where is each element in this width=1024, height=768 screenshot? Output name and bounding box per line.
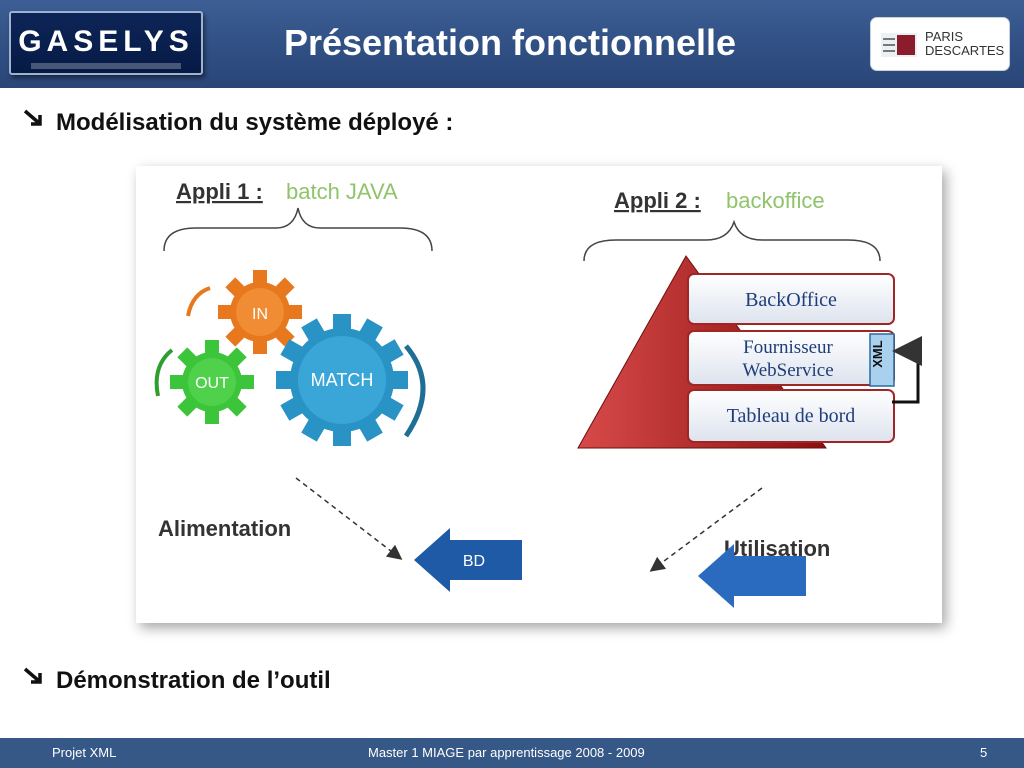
gaselys-logo-text: GASELYS: [18, 25, 194, 58]
layer-backoffice-label: BackOffice: [745, 289, 837, 311]
layer-backoffice-box: [687, 273, 895, 325]
gear-match-icon: [276, 314, 408, 446]
system-diagram: Appli 1 : batch JAVA Appli 2 : backoffic…: [136, 166, 942, 623]
appli1-label: Appli 1 :: [176, 179, 263, 204]
appli1-value: batch JAVA: [286, 179, 398, 204]
gear-out-label: OUT: [195, 375, 229, 392]
logo-line-paris: PARIS: [925, 29, 964, 44]
arrow-bullet-icon: [23, 667, 42, 684]
footer-project: Projet XML: [52, 745, 117, 760]
paris-descartes-logo: PARIS DESCARTES: [870, 17, 1010, 71]
footer-page-number: 5: [980, 745, 988, 760]
bullet-text: Modélisation du système déployé :: [56, 109, 454, 136]
footer-course: Master 1 MIAGE par apprentissage 2008 - …: [368, 745, 645, 760]
xml-loop-arrow-icon: [892, 336, 922, 404]
diagram-canvas: Appli 1 : batch JAVA Appli 2 : backoffic…: [154, 179, 922, 608]
gear-in-label: IN: [252, 306, 268, 323]
rotation-arrow-out-icon: [154, 348, 174, 397]
layer-webservice-line1: Fournisseur: [743, 337, 833, 358]
alimentation-arrow-icon: [295, 477, 403, 560]
xml-tag-label: XML: [870, 340, 885, 368]
slide-header: GASELYS Présentation fonctionnelle PARIS…: [0, 0, 1024, 88]
appli2-label: Appli 2 :: [614, 188, 701, 213]
db-mysql-label: MySQL: [525, 567, 578, 584]
appli2-brace: [583, 219, 881, 262]
appli2-value: backoffice: [726, 188, 825, 213]
university-emblem-icon: [881, 33, 917, 57]
arrow-bullet-icon: [23, 109, 42, 126]
xml-tag-box: [869, 333, 895, 387]
layer-webservice-line2: WebService: [742, 360, 833, 381]
alimentation-label: Alimentation: [158, 516, 291, 541]
bullet-modelisation: Modélisation du système déployé :: [22, 108, 453, 137]
layer-dashboard-box: [687, 389, 895, 443]
gear-match-label: MATCH: [311, 370, 374, 390]
db-arrow-left-icon: [414, 528, 522, 592]
paris-descartes-logo-text: PARIS DESCARTES: [925, 30, 1004, 58]
rotation-arrow-in-icon: [186, 286, 211, 317]
bullet-demonstration: Démonstration de l’outil: [22, 666, 331, 695]
layer-dashboard-label: Tableau de bord: [727, 405, 856, 427]
utilisation-arrow-icon: [649, 487, 763, 572]
logo-line-descartes: DESCARTES: [925, 43, 1005, 58]
bullet-text: Démonstration de l’outil: [56, 667, 331, 694]
rotation-arrow-match-icon: [403, 344, 426, 438]
slide-footer: Projet XML Master 1 MIAGE par apprentiss…: [0, 738, 1024, 768]
logo-tagline-strip: [31, 63, 181, 69]
gaselys-logo: GASELYS: [9, 11, 203, 75]
db-arrow-right-icon: [698, 544, 806, 608]
db-bd-label: BD: [463, 553, 485, 570]
slide-title: Présentation fonctionnelle: [283, 22, 737, 63]
appli1-brace: [163, 207, 433, 252]
